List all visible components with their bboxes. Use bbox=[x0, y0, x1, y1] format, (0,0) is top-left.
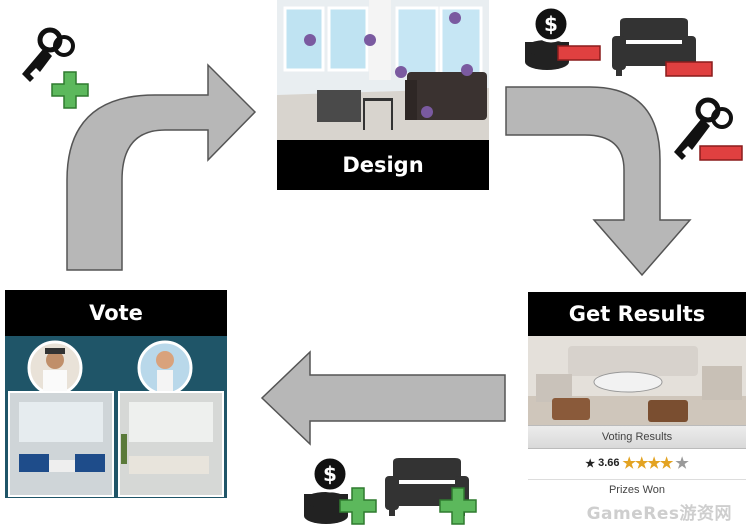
design-room-illustration bbox=[277, 0, 489, 140]
svg-text:$: $ bbox=[323, 462, 337, 486]
arrow-vote-to-design bbox=[66, 63, 257, 271]
arrow-results-to-vote bbox=[260, 350, 506, 446]
prizes-row: Prizes Won bbox=[528, 479, 746, 500]
coins-icon: $ bbox=[304, 455, 349, 524]
results-card: Voting Results ★ 3.66 ★★★★★ Prizes Won bbox=[528, 336, 746, 506]
prizes-text: Prizes Won bbox=[608, 484, 666, 496]
design-label-text: Design bbox=[342, 153, 424, 177]
rating-row: ★ 3.66 ★★★★★ bbox=[528, 451, 746, 475]
plus-icon bbox=[439, 487, 477, 525]
svg-text:$: $ bbox=[544, 12, 558, 36]
rating-score: 3.66 bbox=[598, 457, 620, 469]
key-icon bbox=[674, 97, 733, 160]
results-room-illustration bbox=[528, 336, 746, 426]
results-heading-text: Voting Results bbox=[601, 431, 673, 443]
results-label-text: Get Results bbox=[568, 302, 706, 326]
results-heading: Voting Results bbox=[528, 425, 746, 449]
design-room-image bbox=[277, 0, 489, 140]
vote-label-text: Vote bbox=[89, 301, 143, 325]
vote-label: Vote bbox=[5, 290, 227, 336]
design-label: Design bbox=[277, 140, 489, 190]
rating-star-empty: ★ bbox=[675, 455, 689, 472]
key-icon bbox=[22, 27, 75, 82]
rating-star-icon: ★ bbox=[585, 457, 596, 470]
vote-illustration bbox=[5, 336, 227, 498]
results-label: Get Results bbox=[528, 292, 746, 336]
vote-image bbox=[5, 336, 227, 498]
plus-icon bbox=[51, 71, 89, 109]
minus-icon bbox=[665, 61, 713, 77]
minus-icon bbox=[699, 145, 743, 161]
plus-icon bbox=[339, 487, 377, 525]
watermark: GameRes游资网 bbox=[586, 504, 732, 524]
rating-stars-filled: ★★★★ bbox=[622, 455, 674, 472]
minus-icon bbox=[557, 45, 601, 61]
arrow-design-to-results bbox=[505, 86, 692, 277]
